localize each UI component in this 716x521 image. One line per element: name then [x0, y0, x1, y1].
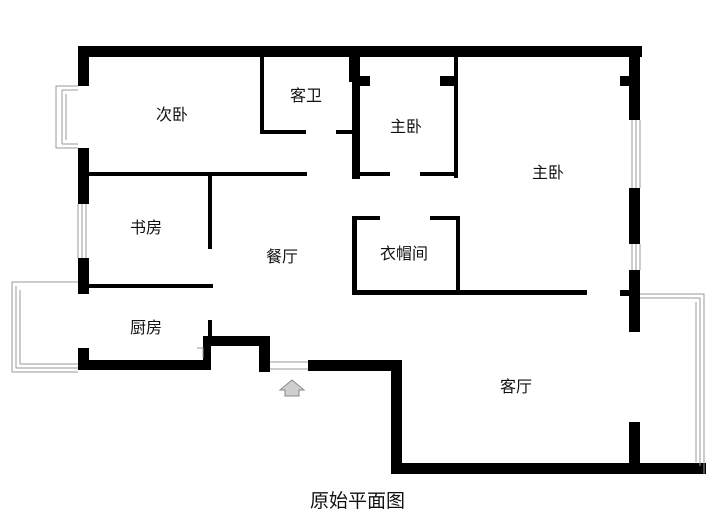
wall-right-mid	[629, 188, 640, 244]
room-label-master-bedroom: 主卧	[532, 163, 564, 182]
wall-bath-right2	[336, 130, 354, 134]
balcony-living	[640, 293, 705, 474]
wall-wardrobe-left	[352, 216, 357, 295]
thin-lines	[11, 85, 705, 474]
wall-master-small-top-l	[352, 76, 370, 86]
wall-living-left	[391, 360, 402, 474]
room-label-kitchen: 厨房	[130, 318, 162, 337]
wall-entry-left	[259, 336, 270, 372]
wall-right-upper	[629, 46, 640, 120]
room-label-study: 书房	[130, 218, 162, 237]
wall-right-stub2	[620, 290, 632, 296]
wall-top	[78, 46, 642, 57]
wall-bath-left	[260, 57, 264, 133]
wall-master-small-top-r	[440, 76, 458, 86]
room-label-dining: 餐厅	[266, 247, 298, 266]
bay-window-bedroom	[55, 85, 78, 149]
room-label-master-small: 主卧	[390, 117, 422, 136]
wall-wardrobe-top-r	[430, 216, 460, 220]
wall-right-lower	[629, 270, 640, 332]
wall-bath-right	[349, 57, 353, 82]
window-master	[631, 120, 641, 270]
wall-study-bottom	[89, 284, 213, 288]
kitchen-door	[197, 347, 204, 358]
wall-master-small-left	[352, 57, 360, 179]
wall-kitchen-stub	[208, 320, 212, 338]
wall-wardrobe-top	[352, 216, 380, 220]
entry-threshold	[270, 361, 308, 370]
wall-wardrobe-right	[456, 216, 460, 295]
wall-kitchen-left	[78, 348, 89, 370]
wall-kitchen-bottom	[78, 360, 210, 370]
room-label-living: 客厅	[500, 377, 532, 396]
wall-left-lower	[78, 258, 89, 294]
wall-bath-bottom	[260, 130, 306, 134]
wall-right-post	[629, 422, 640, 472]
walls	[78, 46, 706, 474]
wall-study-right	[208, 175, 212, 249]
wall-master-small-right	[454, 57, 458, 178]
wall-master-small-bottom-r	[420, 172, 458, 176]
wall-wardrobe-bottom	[352, 290, 587, 295]
wall-entry-left-top	[211, 336, 269, 346]
balcony-kitchen	[11, 281, 78, 373]
entry-arrow-icon	[278, 379, 306, 397]
wall-left-mid	[78, 148, 89, 204]
plan-caption: 原始平面图	[310, 490, 405, 512]
room-label-second-bedroom: 次卧	[156, 105, 188, 124]
room-label-guest-bath: 客卫	[290, 86, 322, 105]
room-label-wardrobe: 衣帽间	[380, 244, 428, 263]
wall-bottom	[391, 463, 706, 474]
wall-kitchen-right	[203, 336, 211, 370]
wall-bed2-bottom	[89, 172, 307, 176]
wall-left-upper	[78, 46, 89, 86]
window-study	[77, 204, 87, 258]
wall-right-stub	[620, 76, 632, 86]
wall-entry-right	[308, 360, 402, 371]
wall-master-small-bottom-l	[352, 172, 390, 176]
